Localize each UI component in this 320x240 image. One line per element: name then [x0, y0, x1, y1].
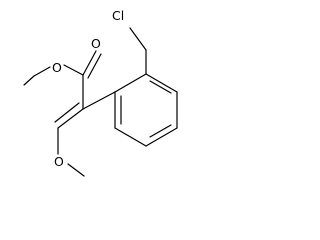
ring-bond-4: [114, 127, 147, 147]
bond-carbonyl-ester-o: [63, 64, 84, 76]
atom-label-carbonyl-oxygen: O: [91, 36, 101, 51]
ring-bond-3: [145, 127, 178, 147]
ring-double-bond-1: [149, 80, 172, 94]
ring-double-bond-2: [149, 124, 172, 138]
ring-bond-6: [114, 73, 147, 93]
bond-ester-o-methyl: [33, 66, 51, 77]
bond-alkene-double-2: [54, 102, 80, 123]
atom-label-chlorine: Cl: [112, 8, 124, 23]
bond-o-methyl: [67, 163, 85, 177]
bond-alkene-double-1: [57, 108, 84, 129]
atom-label-ester-oxygen: O: [52, 60, 62, 75]
atom-label-enol-ether-oxygen: O: [54, 154, 64, 169]
bond-cl-ch2: [129, 27, 147, 51]
chemical-structure: Cl O O O: [23, 8, 178, 177]
bond-ring-alkene: [82, 91, 116, 110]
bond-carbonyl-o-2: [87, 53, 102, 79]
bond-methyl-stub: [23, 75, 35, 86]
bond-carbonyl-o-1: [82, 50, 97, 76]
ring-bond-1: [145, 73, 178, 93]
